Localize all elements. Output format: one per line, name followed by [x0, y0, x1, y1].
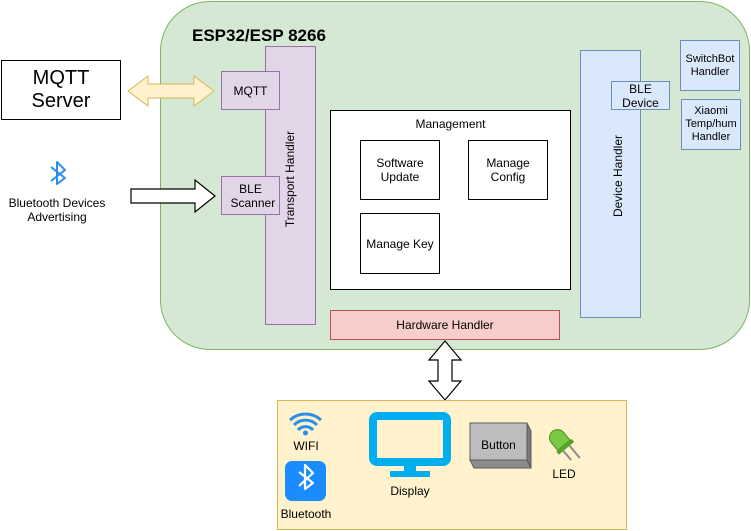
software-update-label: Software Update [376, 156, 424, 184]
manage-config-box: Manage Config [468, 140, 548, 200]
device-handler-label: Device Handler [611, 134, 625, 218]
ble-device-module: BLE Device [611, 81, 670, 110]
transport-handler-label: Transport Handler [283, 130, 297, 228]
xiaomi-handler-label: Xiaomi Temp/hum Handler [685, 105, 737, 143]
wifi-label: WIFI [293, 439, 319, 453]
bluetooth-label: Bluetooth [280, 507, 332, 521]
led-label: LED [552, 467, 576, 481]
ble-scanner-label: BLE Scanner [230, 181, 276, 210]
switchbot-handler: SwitchBot Handler [680, 40, 740, 91]
mqtt-module-label: MQTT [233, 83, 268, 98]
hardware-link-arrow [427, 340, 463, 401]
mqtt-server-box: MQTT Server [1, 60, 121, 120]
switchbot-handler-label: SwitchBot Handler [685, 52, 735, 78]
display-label: Display [390, 484, 430, 498]
ble-advertising-label: Bluetooth Devices Advertising [8, 196, 106, 224]
manage-key-label: Manage Key [366, 236, 434, 251]
mqtt-module: MQTT [221, 71, 280, 110]
mqtt-link-arrow [127, 75, 215, 107]
software-update-box: Software Update [360, 140, 440, 200]
esp-board-title: ESP32/ESP 8266 [192, 26, 326, 45]
ble-device-label: BLE Device [622, 81, 659, 110]
ble-advertising-arrow [130, 178, 216, 214]
hardware-handler-label: Hardware Handler [396, 318, 494, 332]
ble-scanner-module: BLE Scanner [221, 176, 280, 215]
management-title: Management [415, 117, 486, 131]
button-label: Button [481, 438, 516, 452]
manage-key-box: Manage Key [360, 213, 440, 274]
xiaomi-handler: Xiaomi Temp/hum Handler [681, 99, 741, 150]
mqtt-server-label: MQTT Server [31, 67, 91, 112]
peripherals-box [277, 400, 627, 530]
manage-config-label: Manage Config [486, 156, 530, 184]
hardware-handler: Hardware Handler [330, 310, 560, 340]
